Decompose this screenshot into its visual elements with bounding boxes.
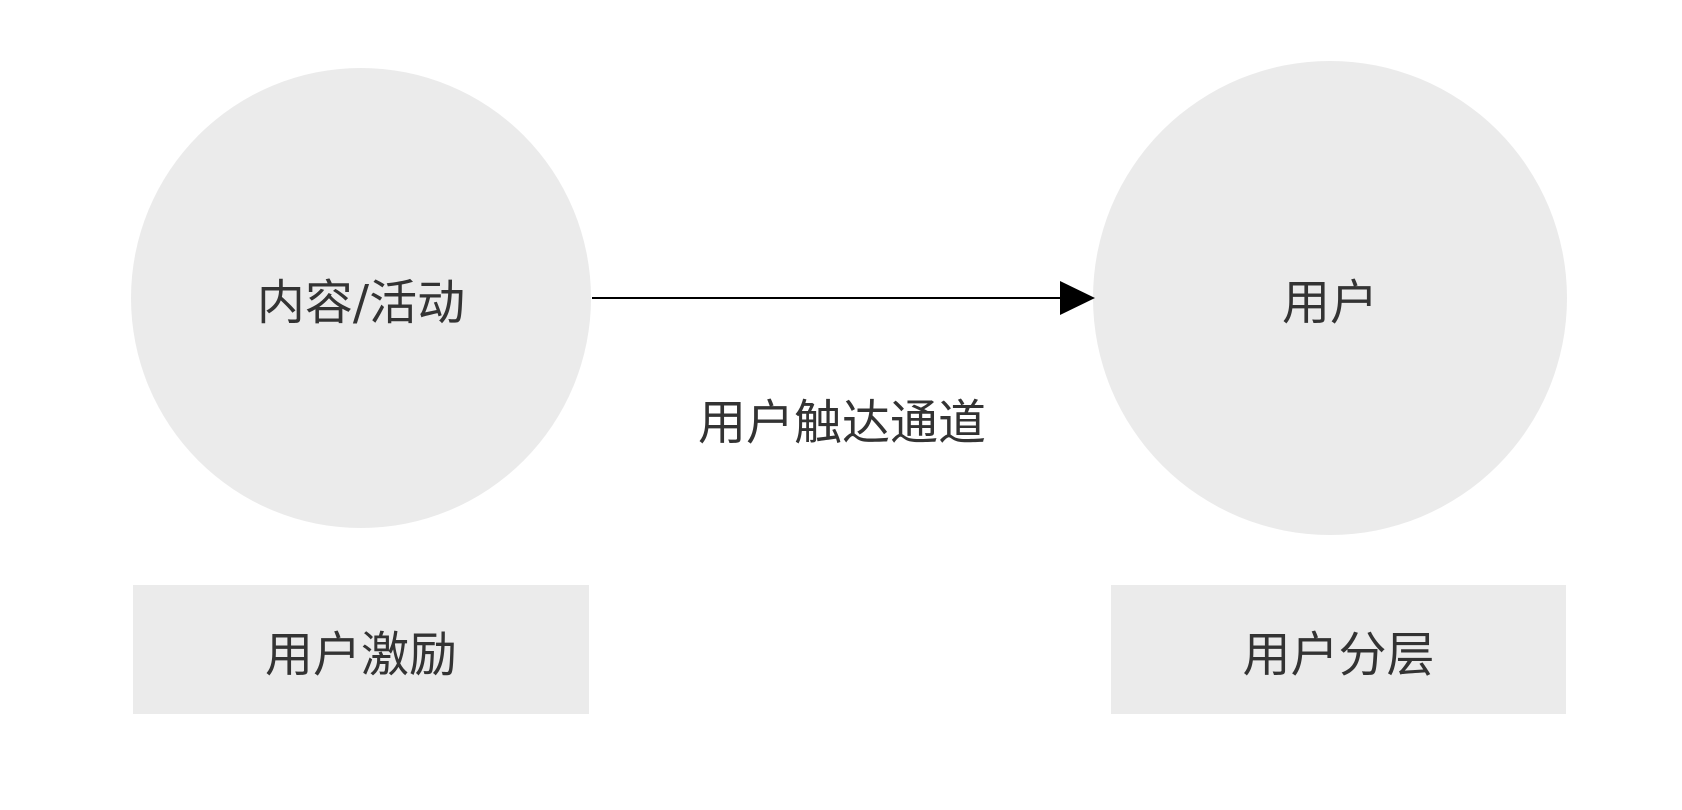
box-user-segmentation-label: 用户分层 xyxy=(1242,626,1435,683)
node-content-activity: 内容/活动 xyxy=(131,68,591,528)
arrowhead-icon xyxy=(1060,281,1095,315)
edge-label: 用户触达通道 xyxy=(697,395,987,451)
node-user-label: 用户 xyxy=(1281,275,1378,331)
node-user: 用户 xyxy=(1093,61,1567,535)
box-user-incentive: 用户激励 xyxy=(133,585,589,714)
box-user-segmentation: 用户分层 xyxy=(1111,585,1566,714)
box-user-incentive-label: 用户激励 xyxy=(264,626,457,683)
node-content-activity-label: 内容/活动 xyxy=(256,275,466,331)
